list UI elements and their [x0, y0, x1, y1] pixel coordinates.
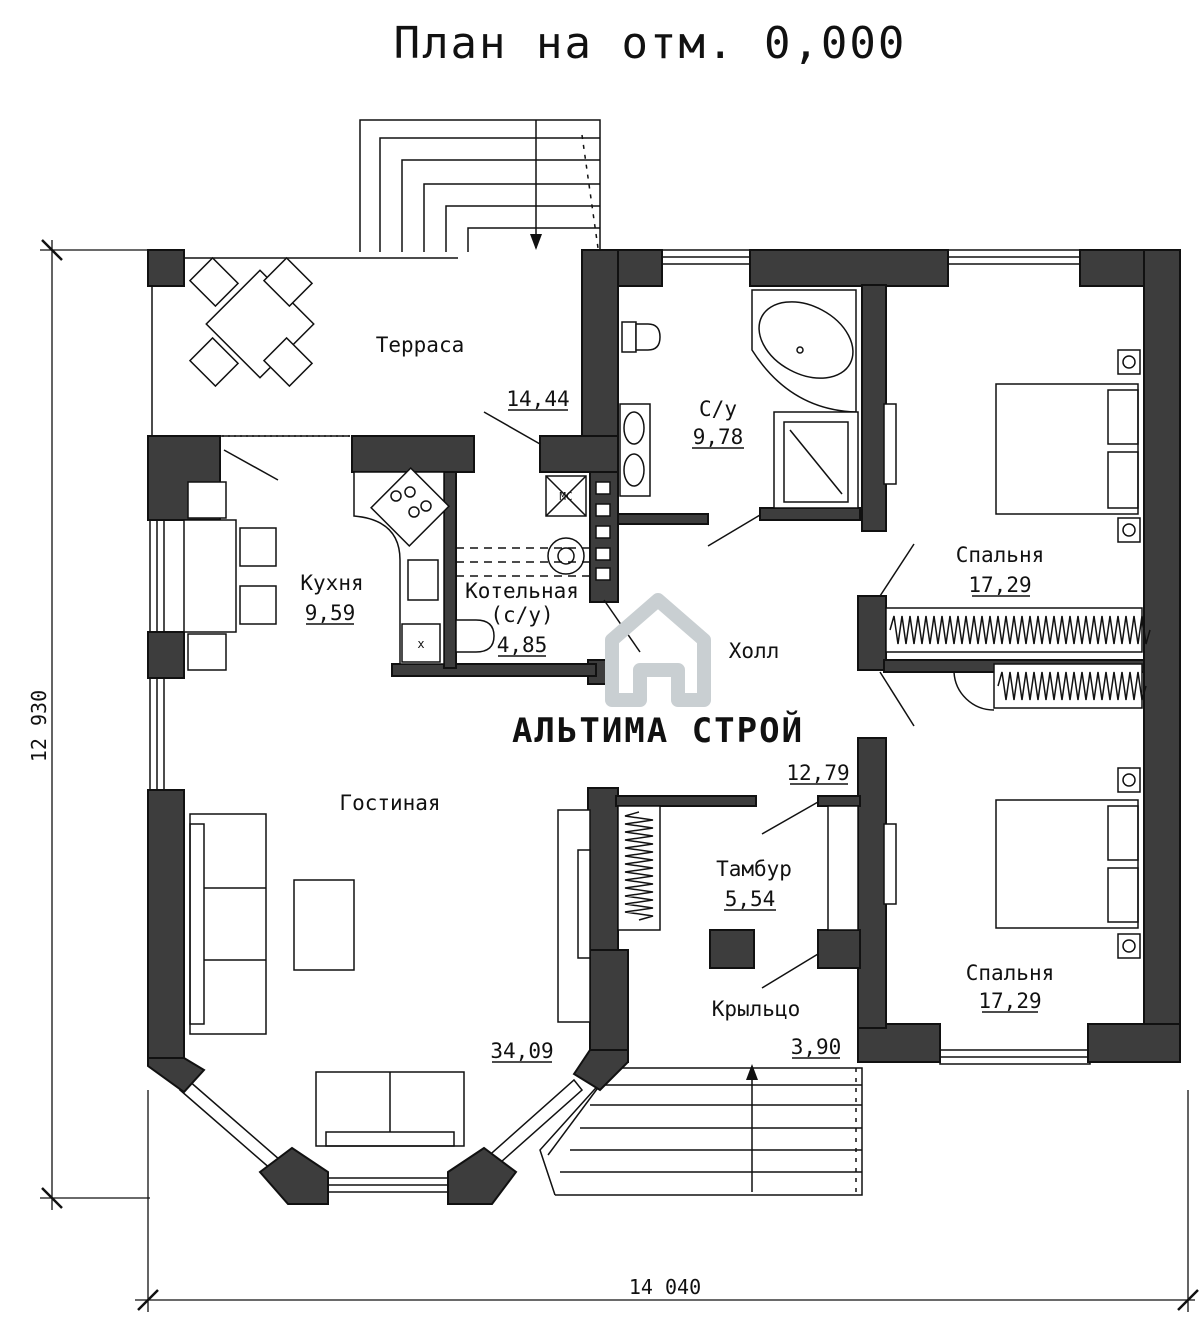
room-name: Кухня — [300, 571, 363, 595]
kitchen-mark: х — [417, 637, 424, 651]
bed-lower — [995, 767, 1141, 959]
kitchen-counter: х — [353, 467, 450, 665]
windows — [149, 249, 1091, 1193]
kitchen-table — [183, 481, 277, 671]
room-name: Котельная — [465, 579, 579, 603]
bed-upper — [995, 349, 1141, 543]
room-name: Гостиная — [339, 791, 440, 815]
room-name: Спальня — [966, 961, 1055, 985]
room-area: 5,54 — [725, 887, 776, 911]
terrace-stairs — [359, 119, 601, 252]
room-area: 17,29 — [978, 989, 1041, 1013]
walls — [147, 249, 1181, 1205]
room-boiler: Котельная (с/у) 4,85 — [465, 579, 579, 657]
doors — [223, 411, 995, 989]
room-name: Холл — [729, 639, 780, 663]
room-area: 14,44 — [506, 387, 569, 411]
bathroom-fixtures — [619, 289, 859, 509]
room-name: Тамбур — [716, 857, 792, 881]
terrace-dining-set — [188, 256, 315, 388]
room-name: Крыльцо — [712, 997, 801, 1021]
room-area: 12,79 — [786, 761, 849, 785]
house-logo-icon — [605, 593, 711, 707]
room-area: 4,85 — [497, 633, 548, 657]
room-hall: Холл 12,79 — [729, 639, 850, 785]
room-porch: Крыльцо 3,90 — [712, 997, 842, 1059]
room-area: 3,90 — [791, 1035, 842, 1059]
room-bedroom-lower: Спальня 17,29 — [966, 961, 1055, 1013]
dimension-width: 14 040 — [135, 1090, 1199, 1312]
room-area: 17,29 — [968, 573, 1031, 597]
room-bathroom: С/у 9,78 — [692, 397, 744, 449]
dimension-height: 12 930 — [27, 239, 150, 1210]
boiler-fixtures: МС — [455, 475, 611, 653]
room-name: С/у — [699, 397, 737, 421]
room-terrace: Терраса 14,44 — [376, 333, 570, 411]
height-dimension-text: 12 930 — [27, 690, 51, 762]
room-subname: (с/у) — [490, 603, 553, 627]
living-furniture — [189, 403, 897, 1147]
width-dimension-text: 14 040 — [629, 1275, 701, 1299]
room-area: 34,09 — [490, 1039, 553, 1063]
plan-title: План на отм. 0,000 — [394, 18, 907, 69]
room-name: Терраса — [376, 333, 465, 357]
room-living: Гостиная 34,09 — [339, 791, 553, 1063]
room-name: Спальня — [956, 543, 1045, 567]
room-area: 9,78 — [693, 425, 744, 449]
room-bedroom-upper: Спальня 17,29 — [956, 543, 1045, 597]
wardrobes — [617, 607, 1151, 931]
room-vestibule: Тамбур 5,54 — [716, 857, 792, 911]
watermark: АЛЬТИМА СТРОЙ — [512, 593, 804, 751]
porch-stairs — [539, 1064, 863, 1196]
microwave-label: МС — [559, 490, 572, 503]
room-kitchen: Кухня 9,59 — [300, 571, 363, 625]
watermark-text: АЛЬТИМА СТРОЙ — [512, 710, 804, 751]
room-area: 9,59 — [305, 601, 356, 625]
